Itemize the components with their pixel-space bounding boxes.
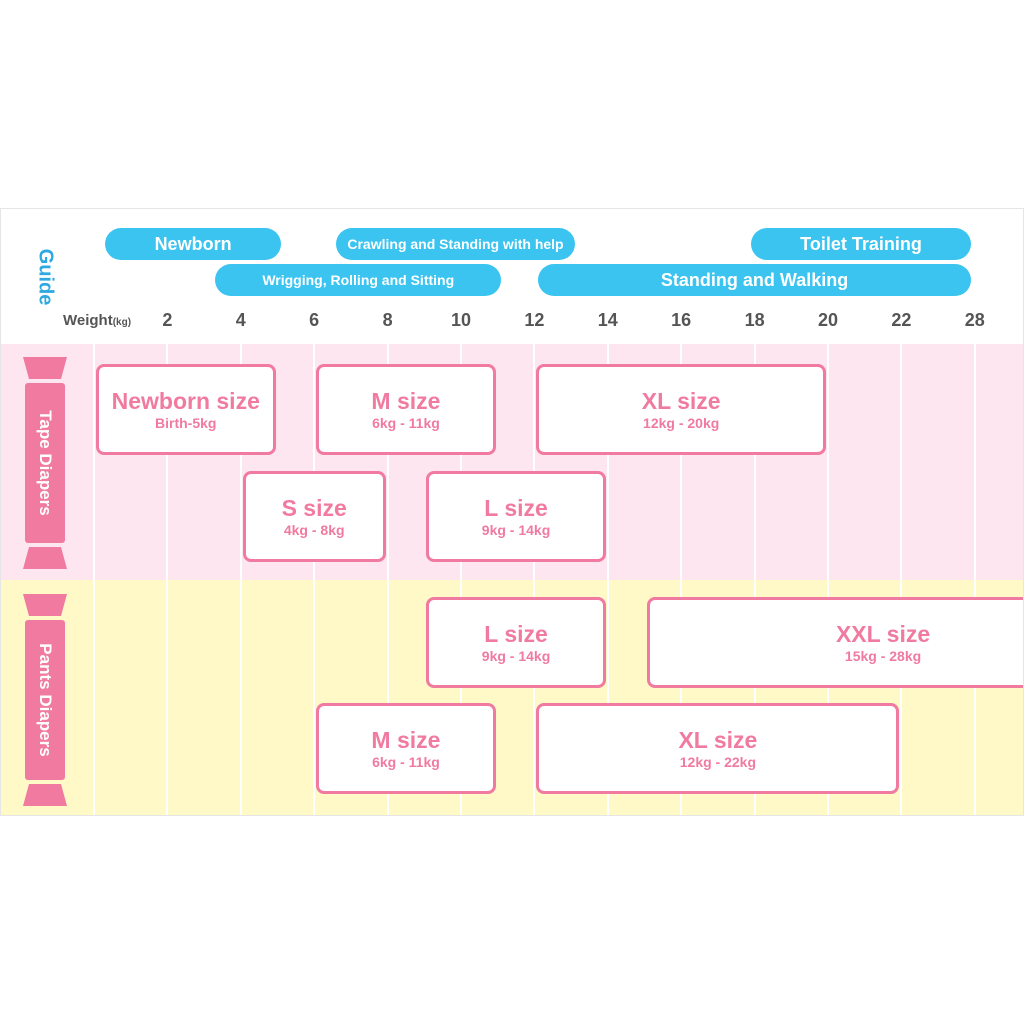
pants-diapers-label: Pants Diapers <box>36 643 55 757</box>
size-weight-range: 9kg - 14kg <box>481 521 551 538</box>
weight-tick-label: 8 <box>382 310 393 330</box>
size-name: XL size <box>641 387 721 414</box>
weight-tick-label: 16 <box>671 310 692 330</box>
gridline <box>460 344 462 815</box>
guide-stage-pill: Crawling and Standing with help <box>336 228 575 260</box>
weight-tick-label: 10 <box>450 310 472 330</box>
ribbon-notch-end <box>23 594 67 616</box>
size-weight-range: 12kg - 20kg <box>643 414 720 431</box>
weight-axis-unit: (kg) <box>112 317 132 328</box>
weight-tick-label: 28 <box>964 310 985 330</box>
guide-label-box: Guide <box>27 239 63 315</box>
ribbon-notch-end <box>23 784 67 806</box>
gridline <box>533 344 536 815</box>
gridline <box>606 344 609 815</box>
gridline <box>753 344 756 815</box>
ribbon-body: Tape Diapers <box>25 383 65 543</box>
weight-tick-label: 20 <box>817 310 839 330</box>
size-name: XXL size <box>835 620 931 647</box>
weight-axis-label: Weight(kg) <box>63 312 131 329</box>
guide-label: Guide <box>34 248 57 306</box>
size-name: M size <box>371 726 441 753</box>
gridline <box>827 344 829 815</box>
weight-tick-label: 4 <box>235 310 246 330</box>
size-name: M size <box>371 387 441 414</box>
tape-diapers-label: Tape Diapers <box>36 410 55 516</box>
gridline <box>680 344 683 815</box>
size-name: XL size <box>678 726 758 753</box>
ribbon-notch-end <box>23 547 67 569</box>
weight-axis-title: Weight <box>63 312 113 329</box>
guide-stage-pill: Newborn <box>105 228 282 260</box>
weight-tick-label: 2 <box>162 310 173 330</box>
guide-stage-pill: Standing and Walking <box>538 264 972 296</box>
pants-diapers-ribbon: Pants Diapers <box>23 594 67 806</box>
guide-stage-pill: Wrigging, Rolling and Sitting <box>215 264 502 296</box>
size-name: L size <box>484 620 548 647</box>
gridline <box>973 344 976 815</box>
size-name: S size <box>281 494 347 521</box>
size-weight-range: 9kg - 14kg <box>481 647 551 664</box>
ribbon-notch-end <box>23 357 67 379</box>
weight-tick-label: 18 <box>744 310 765 330</box>
gridline <box>900 344 903 815</box>
weight-tick-label: 12 <box>524 310 545 330</box>
tape-diapers-ribbon: Tape Diapers <box>23 357 67 569</box>
weight-tick-label: 14 <box>597 310 618 330</box>
ribbon-body: Pants Diapers <box>25 620 65 780</box>
gridline <box>239 344 242 815</box>
size-name: Newborn size <box>111 387 260 414</box>
weight-tick-label: 22 <box>891 310 912 330</box>
size-weight-range: 12kg - 22kg <box>679 753 757 770</box>
gridline <box>313 344 316 815</box>
gridline <box>386 344 389 815</box>
gridline <box>166 344 169 815</box>
size-weight-range: 6kg - 11kg <box>372 753 440 770</box>
weight-tick-label: 6 <box>309 310 320 330</box>
guide-stage-pill: Toilet Training <box>750 228 972 260</box>
size-weight-range: 15kg - 28kg <box>844 647 922 664</box>
gridline <box>93 344 95 815</box>
size-weight-range: 4kg - 8kg <box>283 521 345 538</box>
diaper-size-chart: Guide Newborn Crawling and Standing with … <box>0 208 1024 816</box>
size-weight-range: 6kg - 11kg <box>372 414 440 431</box>
size-name: L size <box>484 494 548 521</box>
size-weight-range: Birth-5kg <box>155 414 217 431</box>
